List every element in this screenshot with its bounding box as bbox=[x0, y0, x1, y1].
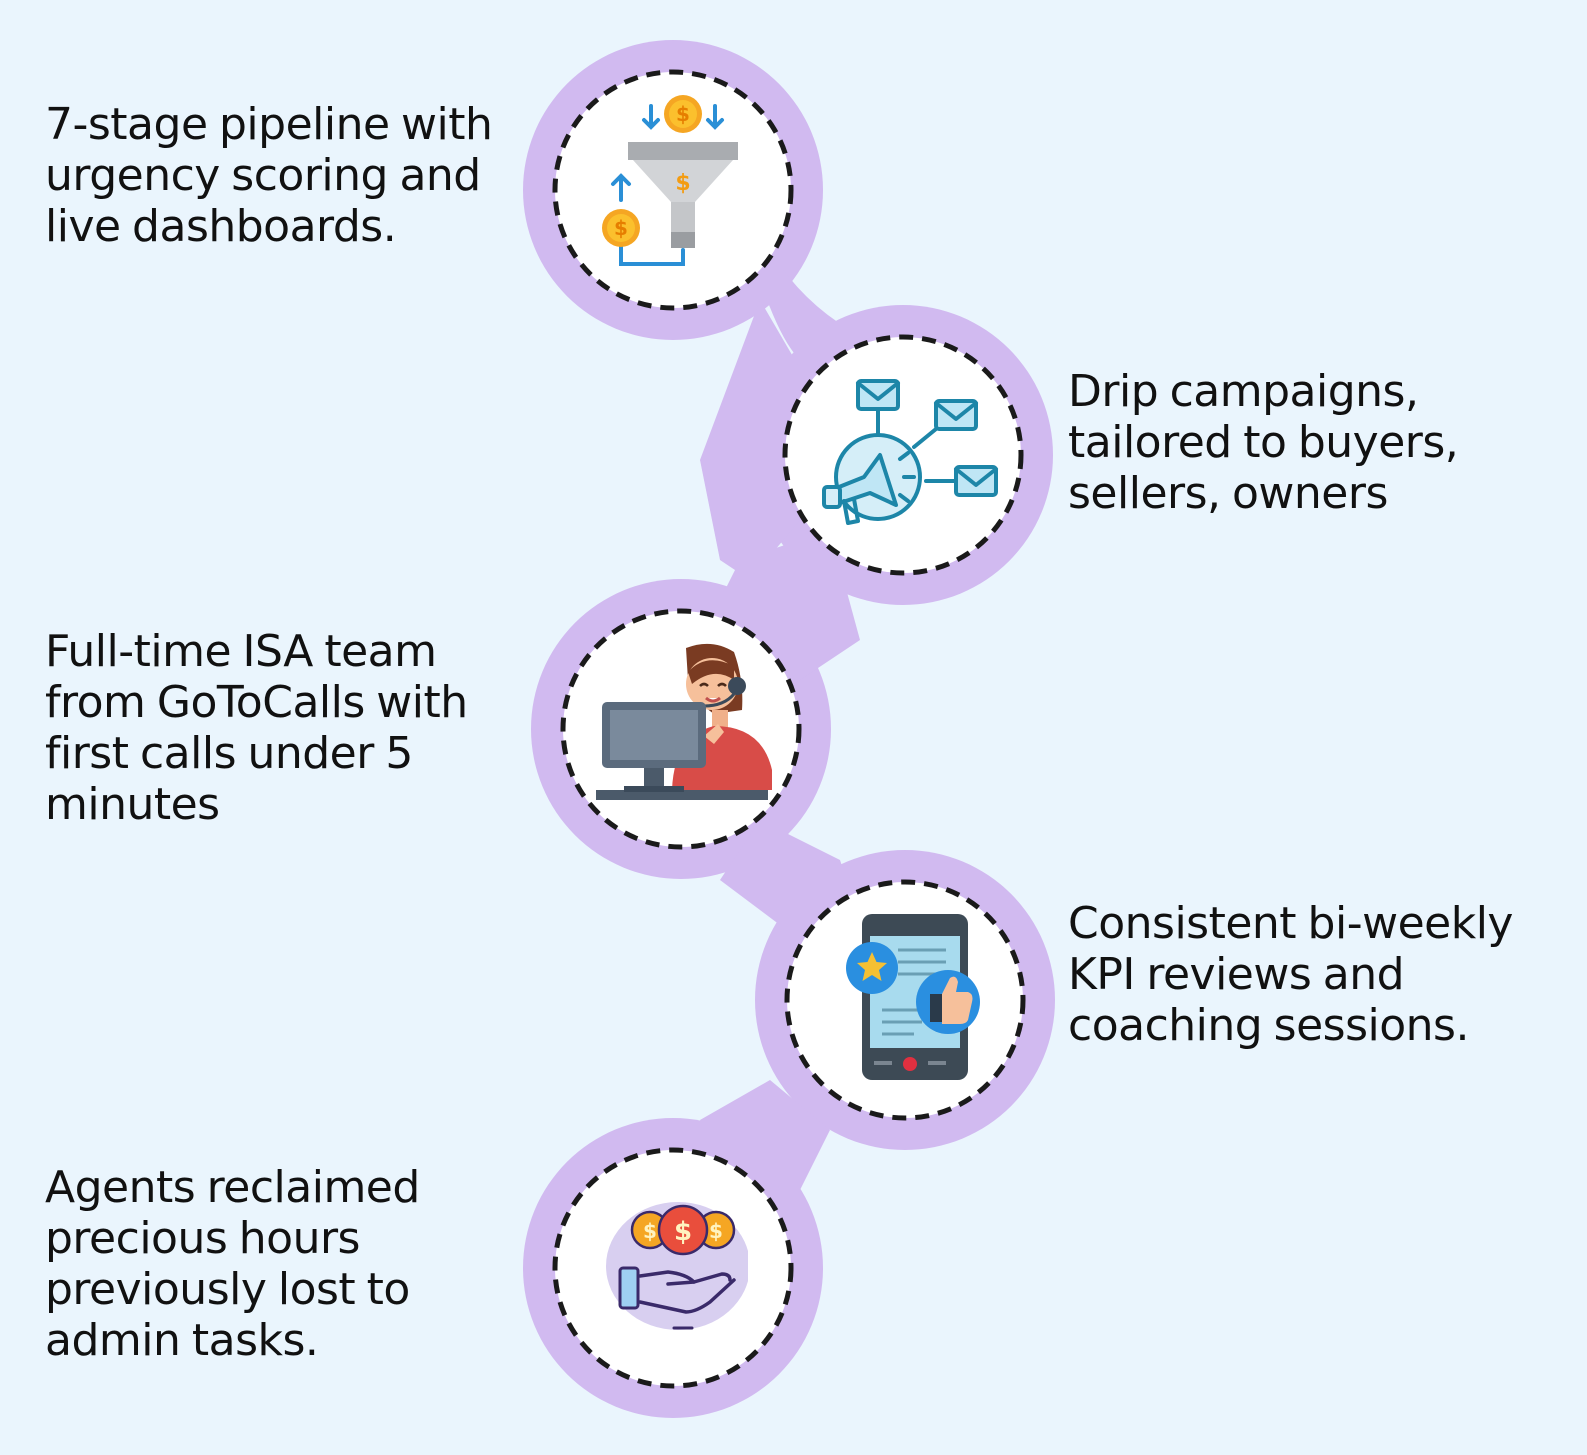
svg-text:$: $ bbox=[676, 102, 690, 126]
call-agent-icon bbox=[596, 643, 772, 800]
svg-text:$: $ bbox=[674, 1217, 692, 1247]
svg-text:$: $ bbox=[643, 1219, 657, 1243]
step-1-text: 7-stage pipeline with urgency scoring an… bbox=[45, 99, 493, 252]
step-4-text: Consistent bi-weekly KPI reviews and coa… bbox=[1068, 898, 1513, 1051]
megaphone-email-icon bbox=[822, 379, 998, 525]
money-funnel-icon: $ $ $ bbox=[602, 95, 738, 266]
step-3-text: Full-time ISA team from GoToCalls with f… bbox=[45, 626, 468, 830]
svg-text:$: $ bbox=[675, 171, 690, 196]
step-5-text: Agents reclaimed precious hours previous… bbox=[45, 1162, 420, 1366]
svg-text:$: $ bbox=[709, 1219, 723, 1243]
svg-text:$: $ bbox=[614, 216, 628, 240]
phone-review-icon bbox=[846, 914, 980, 1080]
step-2-text: Drip campaigns, tailored to buyers, sell… bbox=[1068, 366, 1459, 519]
hand-coins-icon: $ $ $ bbox=[606, 1202, 748, 1330]
